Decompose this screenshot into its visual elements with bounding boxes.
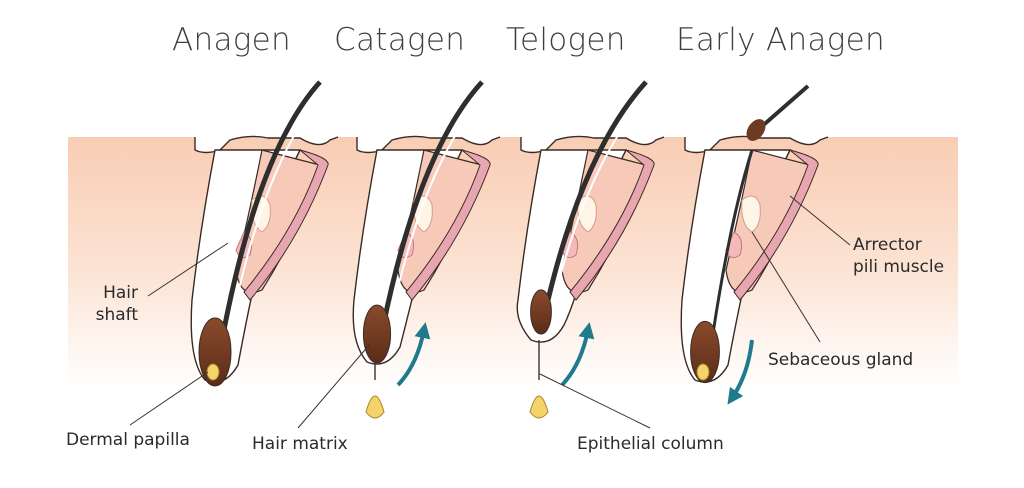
label-arrector-line2: pili muscle bbox=[853, 257, 945, 277]
leader-epithelial-column bbox=[539, 373, 651, 429]
growth-arrow bbox=[396, 322, 431, 387]
leader-hair-matrix bbox=[297, 343, 371, 429]
arrector-pili-muscle bbox=[243, 149, 329, 301]
growth-arrow bbox=[727, 339, 754, 405]
phase-title-catagen: Catagen bbox=[334, 22, 466, 58]
hair-shaft-edge bbox=[227, 87, 331, 341]
arrector-pili-muscle bbox=[569, 149, 655, 301]
hair-shaft bbox=[545, 80, 648, 301]
sebaceous-gland bbox=[413, 195, 433, 233]
hair-bulb bbox=[362, 304, 392, 364]
label-hair-matrix: Hair matrix bbox=[252, 434, 348, 454]
phase-title-early-anagen: Early Anagen bbox=[676, 22, 885, 58]
shedding-hair bbox=[758, 84, 810, 130]
label-hair-shaft-line1: Hair bbox=[103, 283, 138, 303]
follicle-early-anagen bbox=[680, 84, 829, 405]
label-dermal-papilla: Dermal papilla bbox=[66, 430, 190, 450]
new-hair-shaft bbox=[710, 149, 754, 341]
epidermis-opening bbox=[356, 135, 501, 154]
leader-dermal-papilla bbox=[129, 371, 209, 426]
arrector-pili-muscle bbox=[405, 149, 491, 301]
phase-title-telogen: Telogen bbox=[506, 22, 626, 58]
leader-sebaceous-gland bbox=[751, 231, 821, 343]
dermal-papilla bbox=[696, 363, 710, 381]
hair-shaft-edge bbox=[553, 87, 657, 301]
label-sebaceous-gland: Sebaceous gland bbox=[768, 350, 914, 370]
epidermis-opening bbox=[520, 135, 665, 154]
hair-shaft-edge bbox=[389, 87, 493, 323]
hair-shaft bbox=[381, 80, 484, 323]
growth-arrow bbox=[560, 322, 595, 387]
hair-shaft bbox=[219, 80, 322, 341]
leader-hair-shaft bbox=[147, 242, 229, 297]
leader-lines bbox=[129, 195, 851, 429]
follicle-catagen bbox=[352, 80, 501, 419]
label-hair-shaft: Hair shaft bbox=[82, 282, 138, 326]
label-arrector-line1: Arrector bbox=[853, 235, 922, 255]
label-hair-shaft-line2: shaft bbox=[95, 305, 138, 325]
phase-title-anagen: Anagen bbox=[172, 22, 291, 58]
follicle-telogen bbox=[516, 80, 665, 419]
dermal-papilla bbox=[365, 395, 385, 419]
label-epithelial-column: Epithelial column bbox=[577, 434, 724, 454]
leader-arrector-pili bbox=[789, 195, 851, 246]
epidermis-opening bbox=[194, 135, 339, 154]
dermal-papilla bbox=[206, 363, 220, 381]
follicle-anagen bbox=[190, 80, 339, 387]
gland-region bbox=[235, 149, 321, 294]
hair-bulb bbox=[530, 289, 552, 335]
sebaceous-gland bbox=[577, 195, 597, 233]
dermal-papilla bbox=[529, 395, 549, 419]
epidermis-opening bbox=[684, 135, 829, 154]
club-hair bbox=[746, 119, 766, 141]
sebaceous-gland bbox=[741, 195, 761, 233]
gland-region bbox=[725, 149, 811, 294]
label-arrector-pili: Arrector pili muscle bbox=[853, 234, 944, 278]
arrector-pili-muscle bbox=[733, 149, 819, 301]
